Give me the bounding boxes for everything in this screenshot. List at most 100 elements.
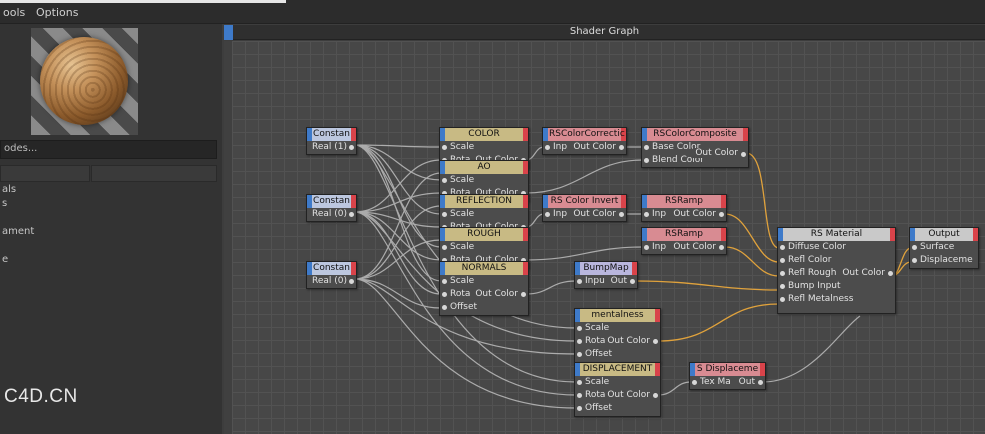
output-port[interactable]	[619, 145, 624, 150]
material-preview[interactable]	[31, 28, 138, 135]
port-label: Offset	[585, 349, 613, 359]
input-port[interactable]	[644, 245, 649, 250]
menu-item-options[interactable]: Options	[36, 6, 79, 19]
input-port[interactable]	[577, 406, 582, 411]
input-port[interactable]	[780, 258, 785, 263]
input-port[interactable]	[442, 212, 447, 217]
input-port[interactable]	[780, 245, 785, 250]
node-header[interactable]: Constan	[307, 262, 356, 275]
input-port[interactable]	[442, 178, 447, 183]
input-port[interactable]	[644, 158, 649, 163]
output-port[interactable]	[619, 212, 624, 217]
column-header-2[interactable]	[91, 165, 217, 182]
node-header[interactable]: ROUGH	[440, 228, 528, 241]
node-constant-2[interactable]: Constan Real (0)	[306, 194, 357, 222]
input-port[interactable]	[577, 393, 582, 398]
output-port[interactable]	[521, 292, 526, 297]
output-port[interactable]	[349, 145, 354, 150]
node-header[interactable]: RS Material	[778, 228, 895, 241]
node-header[interactable]: AO	[440, 161, 528, 174]
node-row-refl-metalness: Refl Metalness	[778, 293, 895, 306]
input-port[interactable]	[780, 271, 785, 276]
node-header[interactable]: RS Color Invert	[543, 195, 626, 208]
tree-item-2[interactable]: s	[2, 198, 8, 209]
node-header[interactable]: COLOR	[440, 128, 528, 141]
tree-item-3[interactable]: ament	[2, 226, 35, 237]
input-port[interactable]	[442, 245, 447, 250]
input-port[interactable]	[442, 305, 447, 310]
input-port-marker	[543, 128, 548, 141]
node-header[interactable]: Output	[910, 228, 978, 241]
input-port[interactable]	[644, 212, 649, 217]
output-port[interactable]	[349, 212, 354, 217]
node-header[interactable]: BumpMap	[575, 262, 637, 275]
node-row-offset: Offset	[440, 301, 528, 314]
node-output[interactable]: Output Surface Displaceme	[909, 227, 979, 269]
node-header[interactable]: NORMALS	[440, 262, 528, 275]
input-port[interactable]	[644, 145, 649, 150]
node-header[interactable]: RSRamp	[642, 195, 726, 208]
output-port[interactable]	[719, 212, 724, 217]
input-port[interactable]	[442, 258, 447, 263]
node-constant-1[interactable]: Constan Real (1)	[306, 127, 357, 155]
node-search-field[interactable]: odes...	[0, 140, 217, 159]
output-port[interactable]	[653, 393, 658, 398]
node-constant-3[interactable]: Constan Real (0)	[306, 261, 357, 289]
node-title: AO	[477, 162, 491, 172]
output-port[interactable]	[521, 191, 526, 196]
column-header-1[interactable]	[0, 165, 90, 182]
panel-tab-marker[interactable]	[224, 25, 233, 40]
tree-item-1[interactable]: als	[2, 184, 17, 195]
node-header[interactable]: Constan	[307, 128, 356, 141]
input-port[interactable]	[692, 380, 697, 385]
input-port-marker	[440, 161, 445, 174]
node-header[interactable]: Constan	[307, 195, 356, 208]
input-port[interactable]	[780, 284, 785, 289]
input-port[interactable]	[577, 326, 582, 331]
input-port[interactable]	[780, 297, 785, 302]
node-header[interactable]: RSRamp	[642, 228, 726, 241]
input-port[interactable]	[545, 145, 550, 150]
input-port[interactable]	[577, 339, 582, 344]
output-port[interactable]	[888, 271, 893, 276]
tree-item-4[interactable]: e	[2, 254, 9, 265]
node-rs-material[interactable]: RS Material Diffuse Color Refl Color Ref…	[777, 227, 896, 314]
node-header[interactable]: RSColorCorrectic	[543, 128, 626, 141]
input-port[interactable]	[442, 145, 447, 150]
input-port[interactable]	[577, 380, 582, 385]
node-header[interactable]: mentalness	[575, 309, 660, 322]
input-port[interactable]	[442, 191, 447, 196]
menu-item-tools[interactable]: ools	[3, 6, 26, 19]
output-port[interactable]	[719, 245, 724, 250]
output-port[interactable]	[521, 258, 526, 263]
node-header[interactable]: RSColorComposite	[642, 128, 748, 141]
input-port[interactable]	[912, 258, 917, 263]
output-port[interactable]	[758, 380, 763, 385]
node-rs-color-composite[interactable]: RSColorComposite Base Color Blend Color …	[641, 127, 749, 168]
output-port[interactable]	[741, 152, 746, 157]
node-header[interactable]: REFLECTION	[440, 195, 528, 208]
node-header[interactable]: S Displaceme	[690, 363, 765, 376]
input-port[interactable]	[577, 352, 582, 357]
input-port[interactable]	[442, 279, 447, 284]
node-row-base: Base Color	[642, 141, 748, 154]
port-label: Scale	[450, 242, 475, 252]
output-port[interactable]	[630, 279, 635, 284]
output-port[interactable]	[349, 279, 354, 284]
input-port[interactable]	[442, 292, 447, 297]
output-port-marker	[523, 228, 528, 241]
input-port[interactable]	[577, 279, 582, 284]
input-port[interactable]	[912, 245, 917, 250]
node-header[interactable]: DISPLACEMENT	[575, 363, 660, 376]
output-port[interactable]	[653, 339, 658, 344]
input-port[interactable]	[545, 212, 550, 217]
